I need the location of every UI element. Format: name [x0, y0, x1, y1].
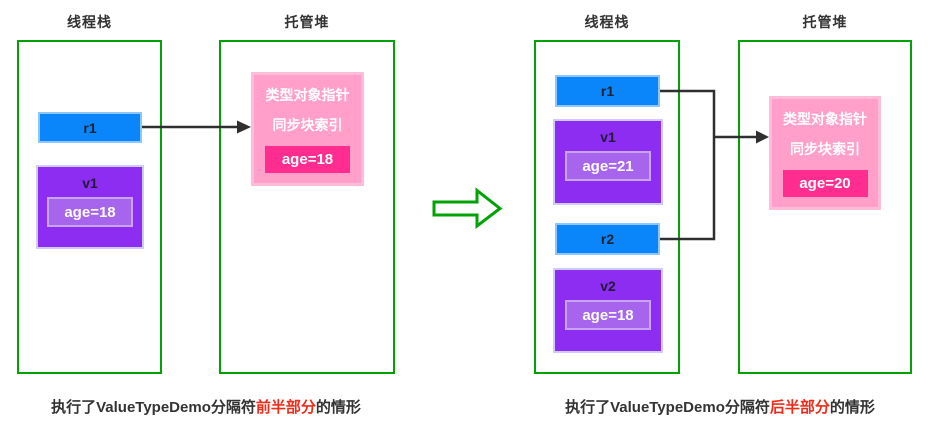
right-caption-suffix: 的情形: [829, 399, 875, 416]
right-caption-prefix: 执行了ValueTypeDemo分隔符: [565, 399, 770, 416]
right-heap-age-field: age=20: [782, 170, 868, 197]
left-stack-var-v1: v1 age=18: [36, 165, 144, 249]
right-heap-label: 托管堆: [802, 14, 848, 30]
left-caption-highlight: 前半部分: [255, 399, 316, 416]
left-caption: 执行了ValueTypeDemo分隔符前半部分的情形: [0, 396, 412, 417]
left-caption-suffix: 的情形: [315, 399, 361, 416]
right-heap-sync-block-label: 同步块索引: [790, 141, 860, 157]
right-stack-var-v1: v1 age=21: [553, 119, 663, 205]
left-heap-age-field: age=18: [265, 146, 350, 173]
right-heap-object: 类型对象指针 同步块索引 age=20: [769, 96, 881, 210]
left-stack-label: 线程栈: [67, 14, 112, 30]
right-v1-age-field: age=21: [565, 151, 651, 181]
right-v2-label: v2: [600, 278, 616, 294]
transition-arrow-icon: [432, 187, 503, 230]
right-stack-var-r2: r2: [555, 223, 660, 255]
left-v1-label: v1: [82, 175, 98, 191]
right-v2-age-field: age=18: [565, 300, 651, 330]
left-stack-var-r1: r1: [38, 112, 142, 143]
right-stack-var-v2: v2 age=18: [553, 268, 663, 353]
right-heap-type-pointer-label: 类型对象指针: [783, 111, 867, 127]
right-caption-highlight: 后半部分: [769, 399, 830, 416]
right-caption: 执行了ValueTypeDemo分隔符后半部分的情形: [514, 396, 926, 417]
left-heap-object: 类型对象指针 同步块索引 age=18: [251, 72, 364, 186]
left-heap-type-pointer-label: 类型对象指针: [265, 87, 350, 103]
right-v1-label: v1: [600, 129, 616, 145]
left-v1-age-field: age=18: [47, 197, 133, 227]
left-heap-label: 托管堆: [284, 14, 330, 30]
right-r1-label: r1: [600, 83, 615, 99]
right-stack-label: 线程栈: [584, 14, 630, 30]
right-stack-var-r1: r1: [555, 75, 660, 107]
right-r2-label: r2: [600, 231, 615, 247]
left-heap-sync-block-label: 同步块索引: [272, 117, 343, 133]
left-caption-prefix: 执行了ValueTypeDemo分隔符: [51, 399, 256, 416]
left-r1-label: r1: [83, 119, 97, 136]
